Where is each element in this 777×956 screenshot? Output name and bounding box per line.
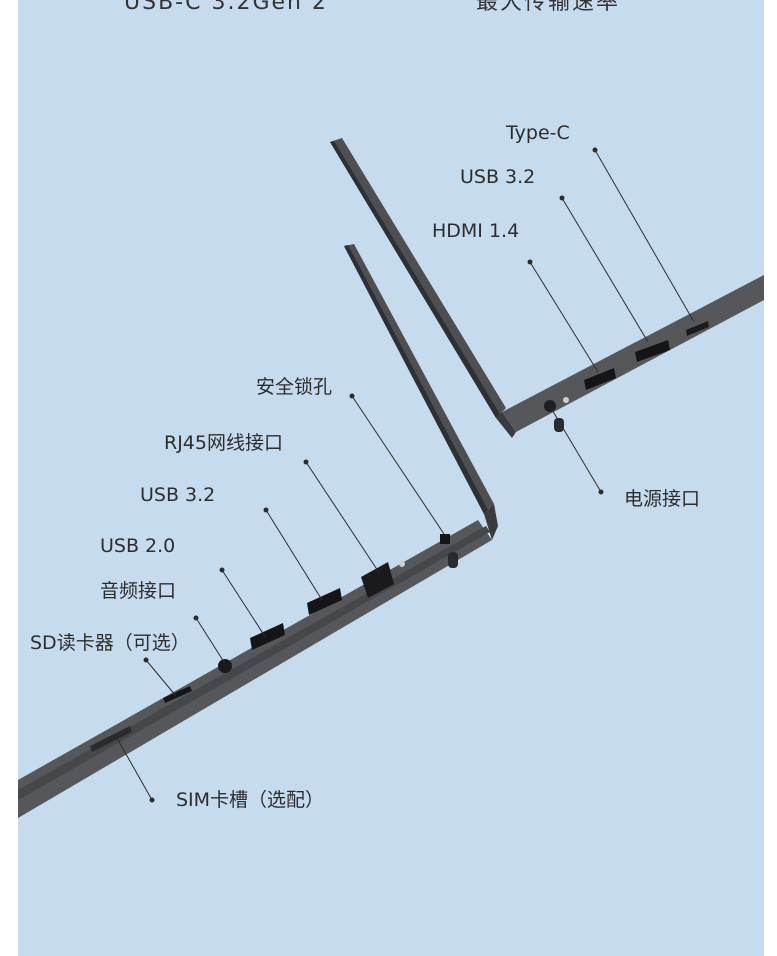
right-usb32-port: [635, 340, 670, 362]
right-typec-port: [686, 321, 709, 336]
label-right-hdmi: HDMI 1.4: [432, 220, 520, 242]
header-right-text: 最大传输速率: [476, 0, 621, 15]
left-laptop: [18, 244, 498, 818]
label-left-sd: SD读卡器（可选）: [30, 632, 190, 654]
label-left-usb20: USB 2.0: [100, 535, 176, 557]
product-feature-panel: USB-C 3.2Gen 2 最大传输速率: [18, 0, 764, 956]
left-usb20-port: [250, 623, 285, 650]
label-right-power: 电源接口: [624, 488, 701, 510]
left-usb32-port: [307, 588, 342, 615]
label-left-rj45: RJ45网线接口: [164, 432, 283, 454]
label-right-type-c: Type-C: [506, 122, 570, 144]
left-sd-port: [163, 686, 192, 703]
header-left-text: USB-C 3.2Gen 2: [124, 0, 328, 15]
right-power-port: [544, 400, 556, 412]
right-laptop: [330, 138, 764, 495]
label-right-usb32: USB 3.2: [460, 166, 536, 188]
label-left-sim: SIM卡槽（选配）: [176, 789, 325, 811]
right-hdmi-port: [584, 368, 616, 390]
label-left-usb32: USB 3.2: [140, 484, 216, 506]
left-sim-slot: [90, 726, 132, 752]
left-rj45-port: [361, 562, 394, 598]
label-left-audio: 音频接口: [100, 580, 177, 602]
laptop-illustration: [18, 138, 764, 818]
label-left-lock: 安全锁孔: [256, 376, 333, 398]
left-lock-port: [440, 534, 450, 544]
left-audio-port: [218, 659, 232, 673]
